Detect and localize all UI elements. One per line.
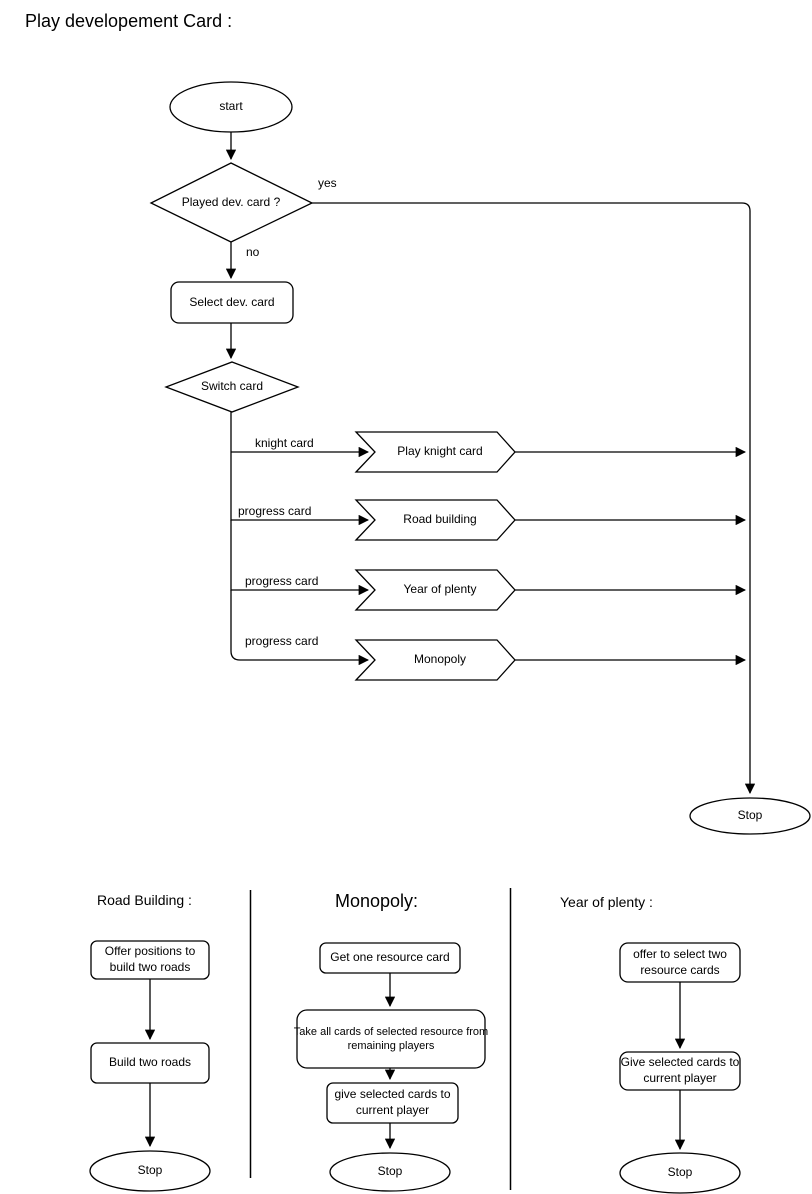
edge-label-no: no xyxy=(246,245,260,259)
yp-step2-label: Give selected cards to current player xyxy=(620,1055,740,1085)
edge-progress-monopoly xyxy=(230,590,370,666)
rb-step1-label: Offer positions to build two roads xyxy=(104,944,196,974)
edge-label-progress-card-1: progress card xyxy=(238,504,312,518)
road-building-label: Road building xyxy=(403,512,477,527)
switch-card-label: Switch card xyxy=(200,379,264,394)
year-of-plenty-label: Year of plenty xyxy=(403,582,477,597)
edge-yes-to-stop xyxy=(312,202,756,795)
yp-stop-ellipse xyxy=(619,1152,741,1194)
select-dev-card-box xyxy=(170,281,294,324)
edge-label-yes: yes xyxy=(318,176,337,190)
year-of-plenty-section-title: Year of plenty : xyxy=(560,894,653,910)
rb-step2-label: Build two roads xyxy=(108,1055,192,1070)
mo-stop-ellipse xyxy=(329,1152,451,1192)
rb-step2-box xyxy=(90,1042,210,1084)
start-label: start xyxy=(219,99,243,114)
edge-label-progress-card-3: progress card xyxy=(245,634,319,648)
mo-step3-label: give selected cards to current player xyxy=(334,1087,451,1117)
play-knight-card-chevron xyxy=(354,431,516,473)
road-building-section-title: Road Building : xyxy=(97,892,192,908)
monopoly-label: Monopoly xyxy=(413,652,467,667)
monopoly-section-title: Monopoly: xyxy=(335,891,419,911)
yp-step1-label: offer to select two resource cards xyxy=(633,946,727,977)
stop-ellipse-main xyxy=(689,797,811,835)
mo-step2-label: Take all cards of selected resource from… xyxy=(293,1025,489,1052)
select-dev-card-label: Select dev. card xyxy=(189,294,275,309)
edge-label-progress-card-2: progress card xyxy=(245,574,319,588)
yp-step2-box xyxy=(619,1051,741,1091)
page-title: Play developement Card : xyxy=(25,11,233,31)
rb-stop-ellipse xyxy=(89,1150,211,1192)
start-ellipse xyxy=(169,81,293,133)
road-building-chevron xyxy=(354,499,516,541)
played-dev-card-label: Played dev. card ? xyxy=(181,195,281,210)
played-dev-card-decision xyxy=(149,162,314,243)
rb-stop-label: Stop xyxy=(137,1163,163,1178)
rb-step1-box xyxy=(90,940,210,980)
mo-step1-label: Get one resource card xyxy=(330,950,450,965)
yp-stop-label: Stop xyxy=(667,1165,693,1180)
monopoly-chevron xyxy=(354,639,516,681)
mo-step2-box xyxy=(296,1009,486,1069)
mo-step1-box xyxy=(319,942,461,974)
yp-step1-box xyxy=(619,942,741,983)
play-knight-card-label: Play knight card xyxy=(397,444,483,459)
edge-label-knight-card: knight card xyxy=(255,436,314,450)
stop-main-label: Stop xyxy=(737,808,763,823)
mo-step3-box xyxy=(326,1082,459,1124)
year-of-plenty-chevron xyxy=(354,569,516,611)
mo-stop-label: Stop xyxy=(377,1164,403,1179)
switch-card-decision xyxy=(164,361,300,413)
